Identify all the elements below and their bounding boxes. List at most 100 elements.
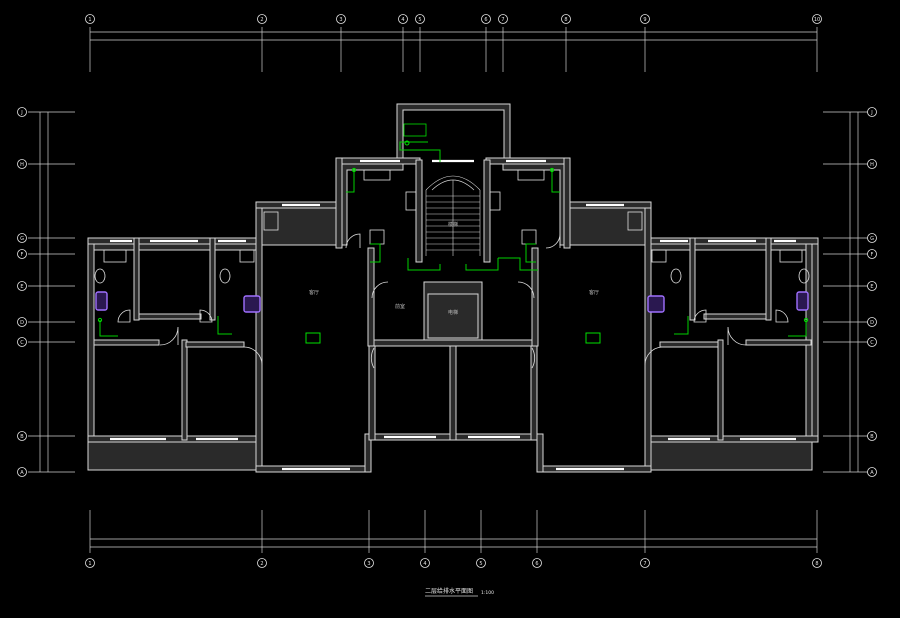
riser-icon — [404, 140, 410, 146]
axis-label: B — [870, 434, 874, 440]
washbasin-icon — [796, 291, 809, 311]
axis-bubble — [420, 558, 430, 568]
axis-bubble — [85, 14, 95, 24]
pipe-tag-box — [403, 123, 427, 137]
axis-label: 8 — [815, 561, 818, 567]
axis-label: J — [20, 110, 22, 116]
axis-bubble — [867, 467, 877, 477]
axis-label: F — [21, 252, 24, 258]
axis-bubble — [481, 14, 491, 24]
partition — [659, 341, 719, 348]
axis-bubble — [17, 233, 27, 243]
axis-bubble — [17, 159, 27, 169]
partition — [703, 313, 767, 320]
right-wing-wall — [644, 201, 652, 471]
axis-label: D — [870, 320, 874, 326]
axis-bubble — [17, 431, 27, 441]
right-bay-left — [536, 433, 544, 473]
bottom-dimension-lines — [89, 510, 818, 553]
axis-bubble — [398, 14, 408, 24]
washer-icon — [627, 211, 643, 231]
axis-bubble — [867, 281, 877, 291]
sink-icon — [517, 169, 545, 181]
toilet-icon — [798, 268, 810, 284]
top-axis-bubbles — [85, 14, 822, 24]
axis-label: 6 — [484, 17, 487, 23]
drawing-title: 二层给排水平面图 — [425, 587, 473, 595]
plumbing-fixtures — [94, 169, 810, 313]
stair-left — [415, 159, 423, 263]
staircase — [425, 175, 481, 256]
axis-bubble — [17, 281, 27, 291]
stove-icon — [405, 191, 417, 211]
axis-bubble — [867, 317, 877, 327]
axis-bubble — [561, 14, 571, 24]
vanity-icon — [103, 249, 127, 263]
axis-label: 3 — [367, 561, 370, 567]
axis-bubble — [812, 558, 822, 568]
axis-label: 7 — [501, 17, 504, 23]
axis-label: F — [871, 252, 874, 258]
axis-label: 8 — [564, 17, 567, 23]
left-wing-wall — [255, 201, 263, 471]
axis-bubble — [17, 249, 27, 259]
axis-label: G — [20, 236, 24, 242]
drawing-scale: 1:100 — [481, 590, 494, 596]
axis-bubble — [17, 317, 27, 327]
riser-icon — [97, 317, 103, 323]
axis-bubble — [17, 107, 27, 117]
doors — [117, 233, 789, 369]
fridge-icon — [369, 229, 385, 245]
axis-label: 9 — [643, 17, 646, 23]
axis-bubble — [17, 337, 27, 347]
axis-label: 2 — [260, 17, 263, 23]
sink-icon — [363, 169, 391, 181]
axis-label: 10 — [814, 17, 820, 23]
axis-bubble — [415, 14, 425, 24]
left-dimension-lines — [28, 111, 75, 473]
room-label: 客厅 — [309, 289, 319, 296]
bottom-axis-bubbles — [85, 558, 822, 568]
right-perimeter — [811, 237, 819, 441]
toilet-icon — [94, 268, 106, 284]
fire-hydrant-box — [585, 332, 601, 344]
mid-col-c — [530, 344, 538, 441]
right-axis-bubbles — [867, 107, 877, 477]
room-label: 楼梯 — [448, 221, 458, 228]
windows — [110, 159, 796, 471]
axis-label: H — [870, 162, 874, 168]
axis-label: 5 — [479, 561, 482, 567]
mid-col-b — [449, 344, 457, 441]
core-right — [563, 157, 571, 249]
axis-bubble — [640, 14, 650, 24]
axis-bubble — [532, 558, 542, 568]
riser-icon — [803, 317, 809, 323]
axis-label: C — [20, 340, 24, 346]
axis-bubble — [364, 558, 374, 568]
partition — [765, 237, 772, 321]
partition — [209, 237, 216, 321]
mid-col-a — [368, 344, 376, 441]
partition — [689, 237, 696, 321]
shower-icon — [651, 249, 667, 263]
shower-icon — [239, 249, 255, 263]
axis-label: 4 — [401, 17, 404, 23]
drawing-title-block: 二层给排水平面图 1:100 — [425, 587, 494, 597]
axis-bubble — [640, 558, 650, 568]
axis-bubble — [867, 431, 877, 441]
axis-label: 2 — [260, 561, 263, 567]
axis-bubble — [867, 337, 877, 347]
axis-label: C — [870, 340, 874, 346]
axis-label: 5 — [418, 17, 421, 23]
partition — [138, 313, 202, 320]
axis-label: 1 — [88, 561, 91, 567]
axis-bubble — [867, 107, 877, 117]
axis-bubble — [867, 233, 877, 243]
axis-label: A — [870, 470, 874, 476]
washer-icon — [263, 211, 279, 231]
partition — [133, 237, 140, 321]
right-dimension-lines — [823, 111, 868, 473]
axis-label: H — [20, 162, 24, 168]
axis-label: B — [20, 434, 24, 440]
